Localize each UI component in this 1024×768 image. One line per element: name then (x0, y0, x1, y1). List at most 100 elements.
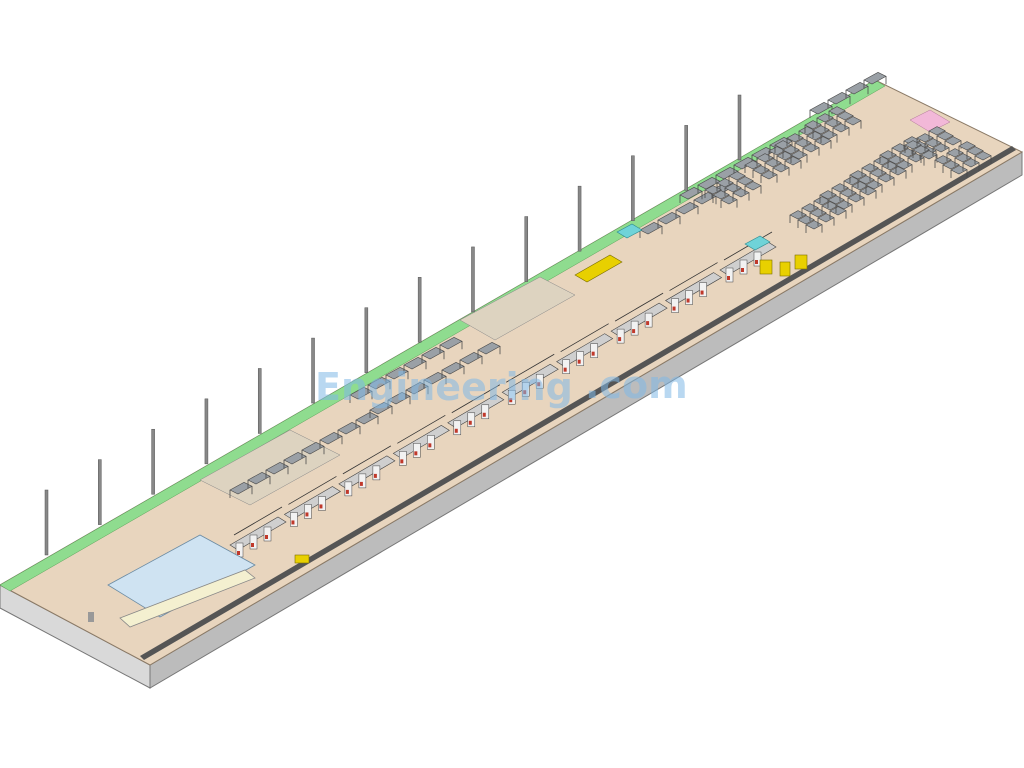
overhead-frame (669, 262, 718, 291)
machine-panel (237, 551, 240, 555)
machine-panel (755, 260, 758, 264)
machine-panel (509, 398, 513, 403)
building-column (737, 94, 742, 161)
cyan-unit (744, 235, 771, 251)
equipment-units (294, 223, 808, 564)
reception-area (88, 534, 256, 628)
yellow-unit (294, 554, 310, 564)
machine-cabinet (739, 259, 748, 275)
front-rail (140, 146, 1016, 660)
machine-panel (741, 268, 744, 272)
machine-cabinet (427, 435, 435, 450)
machine-panel (672, 306, 676, 311)
overhead-frame (288, 476, 337, 505)
building-column (684, 125, 688, 191)
machine-panel (319, 504, 323, 509)
conveyor-segment (610, 302, 668, 337)
building-column (631, 155, 635, 222)
building-column (471, 246, 475, 313)
machine-panel (400, 459, 404, 464)
overhead-frame (397, 414, 446, 444)
machine-panel (482, 412, 486, 417)
machine-panel (454, 428, 458, 433)
machine-panel (591, 351, 595, 356)
loading-pad (909, 109, 951, 133)
machine-panel (345, 489, 349, 494)
building-column (311, 337, 315, 404)
machine-cabinet (725, 267, 734, 283)
machine-panel (291, 520, 295, 525)
machine-panel (727, 276, 730, 280)
conveyor-segment (338, 455, 396, 490)
building-column (204, 398, 209, 465)
conveyor-segment (447, 394, 505, 429)
building-column (257, 368, 262, 434)
yellow-unit (574, 254, 623, 283)
machine-panel (646, 321, 650, 326)
machine-panel (686, 298, 690, 303)
machine-panel (537, 382, 541, 387)
machine-panel (577, 359, 581, 364)
machine-cabinet (413, 443, 421, 458)
machine-panel (618, 337, 622, 342)
machine-cabinet (344, 481, 353, 497)
watermark-text: Engineering (315, 365, 573, 409)
machine-cabinet (616, 328, 625, 344)
machine-cabinet (481, 404, 490, 420)
overhead-frame (451, 384, 500, 414)
overhead-frame (233, 506, 283, 536)
yellow-unit (779, 261, 791, 277)
machine-cabinet (644, 312, 653, 328)
machine-panel (414, 451, 418, 456)
machine-cabinet (753, 251, 762, 267)
conveyor-segment (501, 363, 559, 398)
machine-panel (632, 329, 636, 334)
machine-cabinet (507, 389, 516, 405)
yellow-unit (759, 259, 773, 275)
conveyor-segment (719, 241, 777, 276)
machine-cabinet (685, 290, 693, 305)
workbench (863, 71, 887, 85)
cyan-unit (616, 223, 643, 239)
machine-cabinet (263, 526, 272, 542)
building-column (364, 307, 369, 373)
building-column (524, 216, 529, 282)
yellow-unit (794, 254, 808, 270)
machine-panel (468, 420, 472, 425)
conveyor-segment (229, 516, 287, 551)
production-line (229, 231, 777, 558)
building-column (98, 459, 102, 525)
machine-panel (563, 367, 567, 372)
conveyor-segment (392, 424, 450, 459)
building-columns (44, 94, 742, 556)
building-column (151, 428, 155, 495)
machine-cabinet (521, 381, 530, 397)
overhead-frame (560, 323, 609, 353)
overhead-frame (614, 292, 664, 322)
machine-cabinet (453, 420, 462, 436)
machine-panel (305, 512, 309, 517)
right-workstation-clusters (704, 106, 992, 233)
machine-cabinet (699, 282, 707, 297)
machine-cabinet (671, 298, 679, 313)
overhead-frame (506, 353, 555, 383)
sign-board (119, 569, 256, 628)
overhead-frame (342, 445, 392, 475)
machine-panel (373, 473, 377, 478)
machine-cabinet (372, 465, 381, 481)
machine-cabinet (562, 359, 570, 374)
machine-panel (428, 443, 432, 448)
machine-cabinet (249, 534, 258, 550)
machine-cabinet (535, 373, 544, 389)
machine-panel (359, 481, 363, 486)
machine-cabinet (467, 412, 476, 428)
green-strip (0, 79, 886, 592)
machine-cabinet (576, 351, 584, 366)
building-column (44, 489, 49, 556)
platform-side-face (149, 151, 1023, 689)
machine-cabinet (318, 496, 326, 511)
machine-cabinet (290, 512, 298, 527)
machine-cabinet (304, 504, 312, 519)
reception-floor (107, 534, 256, 618)
